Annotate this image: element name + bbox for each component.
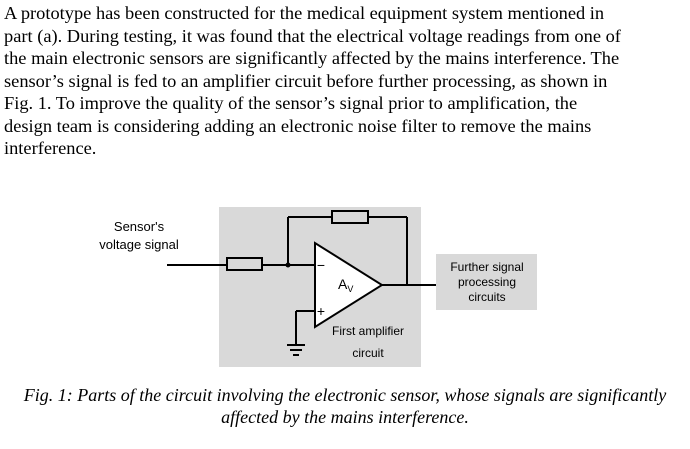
minus-sign: − bbox=[317, 257, 325, 273]
ground-symbol bbox=[287, 344, 305, 356]
paragraph-line: sensor’s signal is fed to an amplifier c… bbox=[4, 70, 608, 91]
paragraph-line: interference. bbox=[4, 138, 97, 158]
paragraph-line: the main electronic sensors are signific… bbox=[4, 48, 620, 68]
paragraph-line: design team is considering adding an ele… bbox=[4, 115, 592, 136]
amp-label-line1: First amplifier bbox=[332, 324, 404, 338]
amp-label-line2: circuit bbox=[352, 346, 384, 360]
further-label-line2: processing bbox=[458, 275, 516, 289]
paragraph-line: A prototype has been constructed for the… bbox=[4, 3, 605, 23]
plus-sign: + bbox=[317, 303, 325, 319]
problem-paragraph: A prototype has been constructed for the… bbox=[4, 2, 688, 160]
input-resistor bbox=[226, 257, 263, 271]
junction-dot bbox=[285, 262, 291, 268]
paragraph-line: part (a). During testing, it was found t… bbox=[4, 25, 621, 46]
sensor-label-line1: Sensor's bbox=[114, 219, 165, 234]
feedback-resistor bbox=[331, 210, 369, 224]
figure-caption: Fig. 1: Parts of the circuit involving t… bbox=[0, 384, 690, 428]
paragraph-line: Fig. 1. To improve the quality of the se… bbox=[4, 93, 578, 113]
op-amp-triangle bbox=[314, 241, 384, 329]
further-processing-box bbox=[436, 254, 537, 310]
caption-line2: affected by the mains interference. bbox=[221, 407, 469, 427]
gain-label: AV bbox=[338, 276, 353, 294]
caption-line1: Fig. 1: Parts of the circuit involving t… bbox=[23, 385, 667, 405]
circuit-wires bbox=[167, 210, 436, 345]
further-label-line1: Further signal bbox=[450, 260, 523, 274]
sensor-label-line2: voltage signal bbox=[99, 237, 179, 252]
further-label-line3: circuits bbox=[468, 290, 505, 304]
